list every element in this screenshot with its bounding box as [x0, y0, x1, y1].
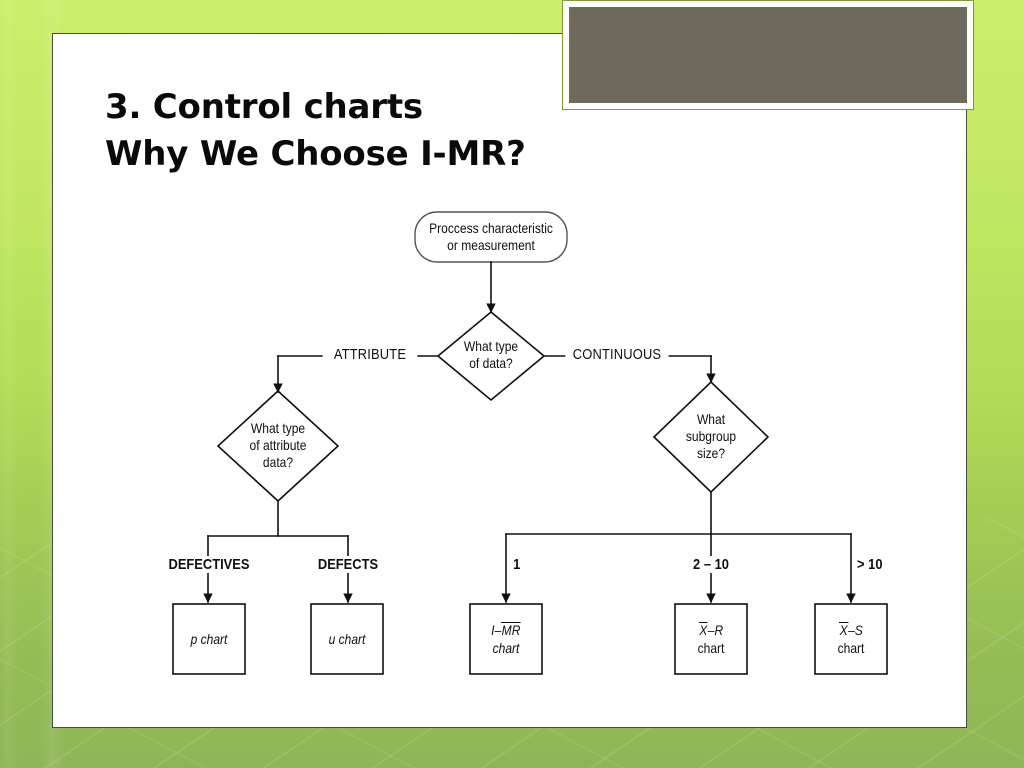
header-decoration-fill: [569, 7, 967, 103]
title-line-1: 3. Control charts: [105, 87, 423, 127]
slide-panel: 3. Control charts Why We Choose I-MR?: [52, 0, 974, 728]
page-title: 3. Control charts Why We Choose I-MR?: [105, 84, 825, 178]
title-line-2: Why We Choose I-MR?: [105, 134, 526, 174]
control-chart-selection-flowchart: Proccess characteristic or measurement W…: [53, 34, 968, 728]
flowchart-geometry: [172, 211, 888, 675]
header-decoration-plate: [562, 0, 974, 110]
